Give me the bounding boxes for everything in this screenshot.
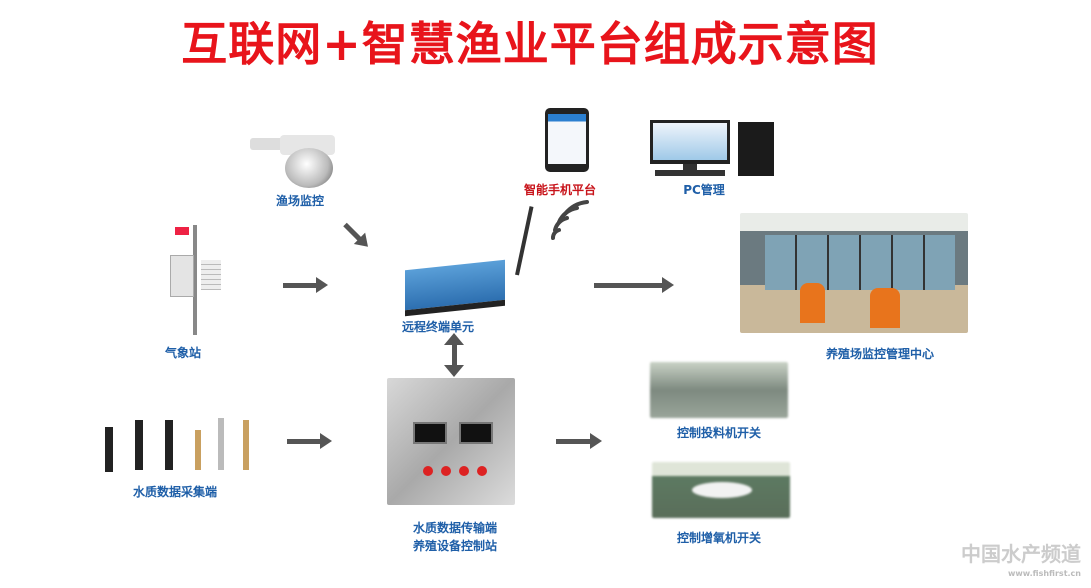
arrow-weather-to-rtu	[283, 277, 328, 293]
label-feeder: 控制投料机开关	[676, 426, 762, 440]
camera-image	[250, 130, 345, 190]
label-pc: PC管理	[683, 183, 725, 197]
watermark-name: 中国水产频道	[961, 542, 1081, 566]
aerator-photo	[652, 462, 790, 518]
label-phone: 智能手机平台	[523, 183, 597, 197]
arrow-sensors-to-station	[287, 433, 332, 449]
label-center: 养殖场监控管理中心	[825, 347, 935, 361]
watermark-url: www.fishfirst.cn	[1007, 569, 1081, 578]
phone-image	[545, 108, 589, 172]
control-box-image	[387, 378, 515, 505]
weather-station-image	[165, 225, 230, 335]
label-station-line1: 水质数据传输端	[412, 521, 498, 535]
arrow-camera-to-rtu	[343, 222, 363, 242]
arrow-rtu-to-center	[594, 277, 674, 293]
control-center-photo	[740, 213, 968, 333]
label-camera: 渔场监控	[275, 194, 325, 208]
rtu-image	[400, 205, 534, 317]
feeder-photo	[650, 362, 788, 418]
watermark: 中国水产频道 www.fishfirst.cn	[961, 544, 1081, 584]
water-sensors-image	[105, 415, 265, 475]
double-arrow-rtu-station	[444, 333, 464, 377]
wifi-icon	[545, 200, 595, 250]
arrow-station-to-devices	[556, 433, 602, 449]
pc-image	[650, 120, 775, 178]
label-rtu: 远程终端单元	[401, 320, 475, 334]
label-aerator: 控制增氧机开关	[676, 531, 762, 545]
label-station-line2: 养殖设备控制站	[412, 539, 498, 553]
label-sensors: 水质数据采集端	[132, 485, 218, 499]
diagram-title: 互联网+智慧渔业平台组成示意图	[181, 17, 879, 71]
label-weather: 气象站	[164, 346, 202, 360]
